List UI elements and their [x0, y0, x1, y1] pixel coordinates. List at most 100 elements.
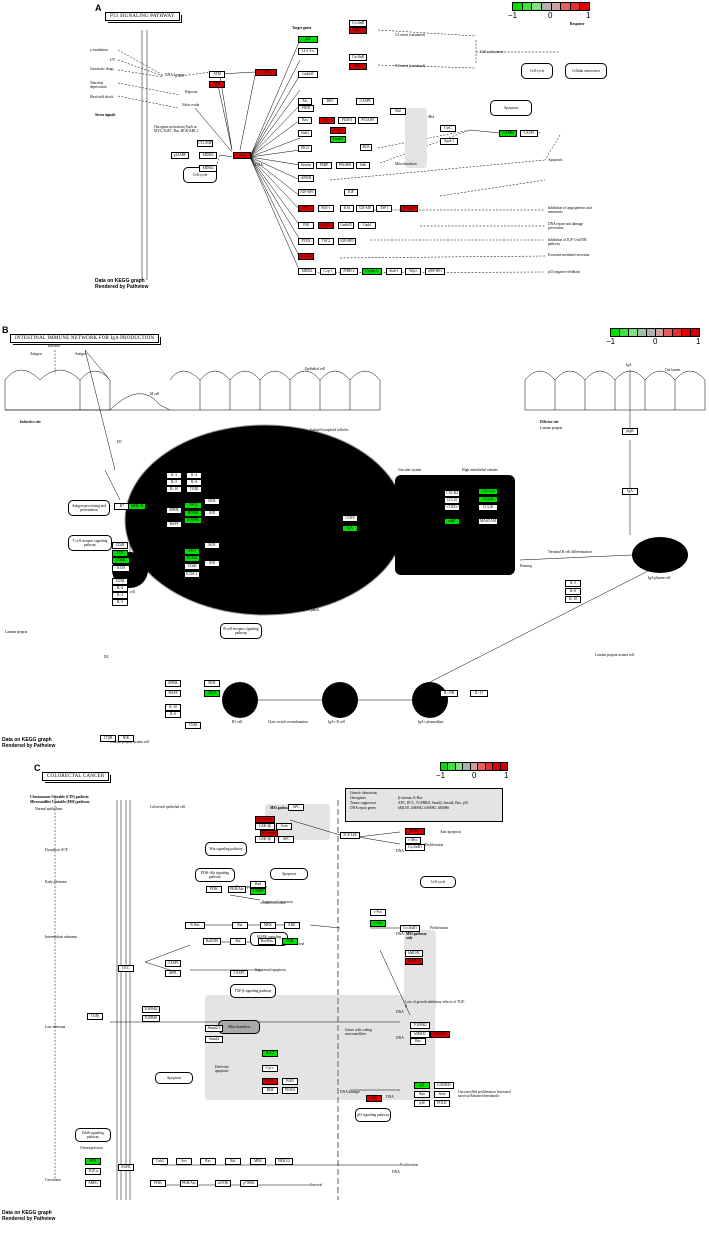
gene-node-erk12: ERK1/2 [275, 1158, 293, 1165]
gene-node-tgfb: TGFβ [186, 486, 202, 493]
panel-label: C [34, 763, 41, 773]
gene-node-noxa: Noxa [319, 117, 335, 124]
gene-node-tsp1: TSP1 [298, 205, 314, 212]
label: Intermediate adenoma [45, 935, 78, 939]
gene-node-jnk: JNK [282, 938, 298, 945]
label: IgA plasma cell [648, 576, 671, 580]
gene-node-mdm2c: MDM2 [298, 268, 316, 275]
gene-node-siah: Siah1 [298, 130, 312, 137]
label: DC [104, 655, 109, 659]
label: Inductive site [20, 420, 41, 424]
gene-node-icosl: ICOS-L [184, 571, 200, 578]
gene-node-apmh: APMH [298, 175, 314, 182]
gene-node-bax: Bax [298, 117, 312, 124]
gene-node-p48: p48 [414, 1100, 430, 1107]
gene-node-bcma2: BCMA [184, 555, 200, 562]
label: DNA [396, 1010, 404, 1014]
gene-node-il2b: IL-2 [112, 592, 128, 599]
gene-node-il2: IL-2 [166, 472, 182, 479]
label: IgA+ B cell [328, 720, 345, 724]
label: Proliferation [400, 1163, 419, 1167]
gene-node-bcl2: Bcl-2 [330, 127, 346, 134]
gene-node-gadd45: Gadd45 [298, 71, 318, 78]
label: Carcinoma [45, 1178, 61, 1182]
footer-line: Rendered by Pathview [2, 743, 56, 749]
label: DNA [396, 849, 404, 853]
gene-node-igfbp3: IGF-BP3 [338, 238, 356, 245]
label: Inhibition of IGF-1/mTOR pathway [548, 238, 587, 247]
label: G1 arrest (sustained) [395, 33, 425, 37]
mitochondrion-shade [205, 995, 435, 1100]
legend-swatch [441, 763, 449, 770]
gene-node-tgfbr2: TGFBR2 [142, 1006, 160, 1013]
gene-node-ccr9: CCR9 [342, 515, 358, 522]
legend-tick: 1 [504, 771, 509, 780]
legend-color-bar [440, 762, 508, 771]
label: UV [110, 58, 116, 62]
apoptosis-box: Apoptosis [490, 100, 532, 116]
gene-node-ral: Ral [230, 938, 246, 945]
gene-node-gdaif: GD-AIF [356, 205, 374, 212]
gene-node-rac: Rac/Rho [258, 938, 276, 945]
label: Dysplastic ACF [45, 848, 68, 852]
label: Lamina propria stroma cell [110, 740, 150, 744]
gene-node-tgfbr1: TGFBR1 [142, 1015, 160, 1022]
gene-node-appl: APPL [165, 970, 181, 977]
legend-swatch [478, 763, 486, 770]
label: Lamina propria [5, 630, 28, 634]
gene-node-ccl20: CCL20 [478, 504, 498, 511]
gene-node-pig3: PIG3 [298, 145, 312, 152]
legend-swatch [470, 763, 479, 770]
gene-node-ltbr: LTβR [100, 735, 116, 742]
label: Isolated lymphoid follicles [310, 428, 349, 432]
gene-node-il5: IL-5 [166, 479, 182, 486]
gene-node-igf: IGF [344, 189, 358, 196]
label: B cell proliferation Class switch recomb… [268, 568, 336, 577]
gene-node-smad23: Smad2/3 [205, 1025, 223, 1032]
footer-line: Data on KEGG graph [2, 1210, 52, 1216]
gene-node-cop1: Cop-1 [320, 268, 336, 275]
gene-node-p14arf: p14ARF [171, 152, 189, 159]
footer-line: Data on KEGG graph [95, 278, 145, 284]
label: Peyer's patch [300, 608, 319, 612]
footer: Data on KEGG graph Rendered by Pathview [2, 737, 55, 749]
gene-node-hmsh2: hMSH2 [405, 958, 423, 965]
label: Oncogenes [350, 796, 366, 800]
label: Heat/cold shock [90, 95, 114, 99]
legend-tick: 1 [586, 11, 591, 20]
gene-node-scotin: Scotin [298, 253, 314, 260]
gene-node-mdm2b: MDM2 [199, 165, 217, 172]
gene-node-tgfb2: TGFβ [112, 578, 128, 585]
gene-node-bax2: BAX [262, 1078, 278, 1085]
gene-node-gadd45b: Gadd45 [338, 222, 354, 229]
gene-node-madcam: MAdCAM [478, 518, 498, 525]
gene-node-egfr: EGFR [118, 1164, 134, 1171]
label: Class switch recombination [268, 720, 308, 724]
label: IgA [626, 363, 632, 367]
gene-node-pik3: PI3K [206, 886, 222, 893]
gene-node-pirh2: PIRH-2 [340, 268, 358, 275]
label: Suppressed apoptosis [255, 968, 286, 972]
legend-swatch [500, 763, 507, 770]
label: Oncogene activation (Such as MYC, E2F1, … [154, 125, 198, 134]
gene-node-steap: Steap3 [330, 136, 346, 143]
legend-swatch [691, 329, 700, 336]
gene-node-tsc2: TSC2 [318, 238, 334, 245]
cellular-senescence-box: Cellular senescence [565, 63, 607, 79]
gene-node-il15r: IL-15R [440, 690, 458, 697]
label: Cell cycle arrest [480, 50, 504, 54]
label: DNA [396, 932, 404, 936]
gene-node-mdm2: MDM2 [199, 152, 217, 159]
legend-swatch [646, 329, 656, 336]
gene-node-il6d: IL-6 [165, 711, 181, 718]
gene-node-tcf: TCF/LEF [340, 832, 360, 839]
gene-node-bcr: BCR [204, 498, 220, 505]
gene-node-raf2: Raf [225, 1158, 241, 1165]
gene-node-bai1: BAI-1 [318, 205, 334, 212]
gene-node-myc: c-Myc [405, 837, 421, 844]
gene-node-pag608: PAG608 [336, 162, 354, 169]
gene-node-p53r2: p53R2 [318, 222, 334, 229]
label: DNA repair and damage prevention [548, 222, 584, 231]
panel-c: C COLORECTAL CANCER −1 0 1 Genetic alter… [0, 760, 709, 1230]
